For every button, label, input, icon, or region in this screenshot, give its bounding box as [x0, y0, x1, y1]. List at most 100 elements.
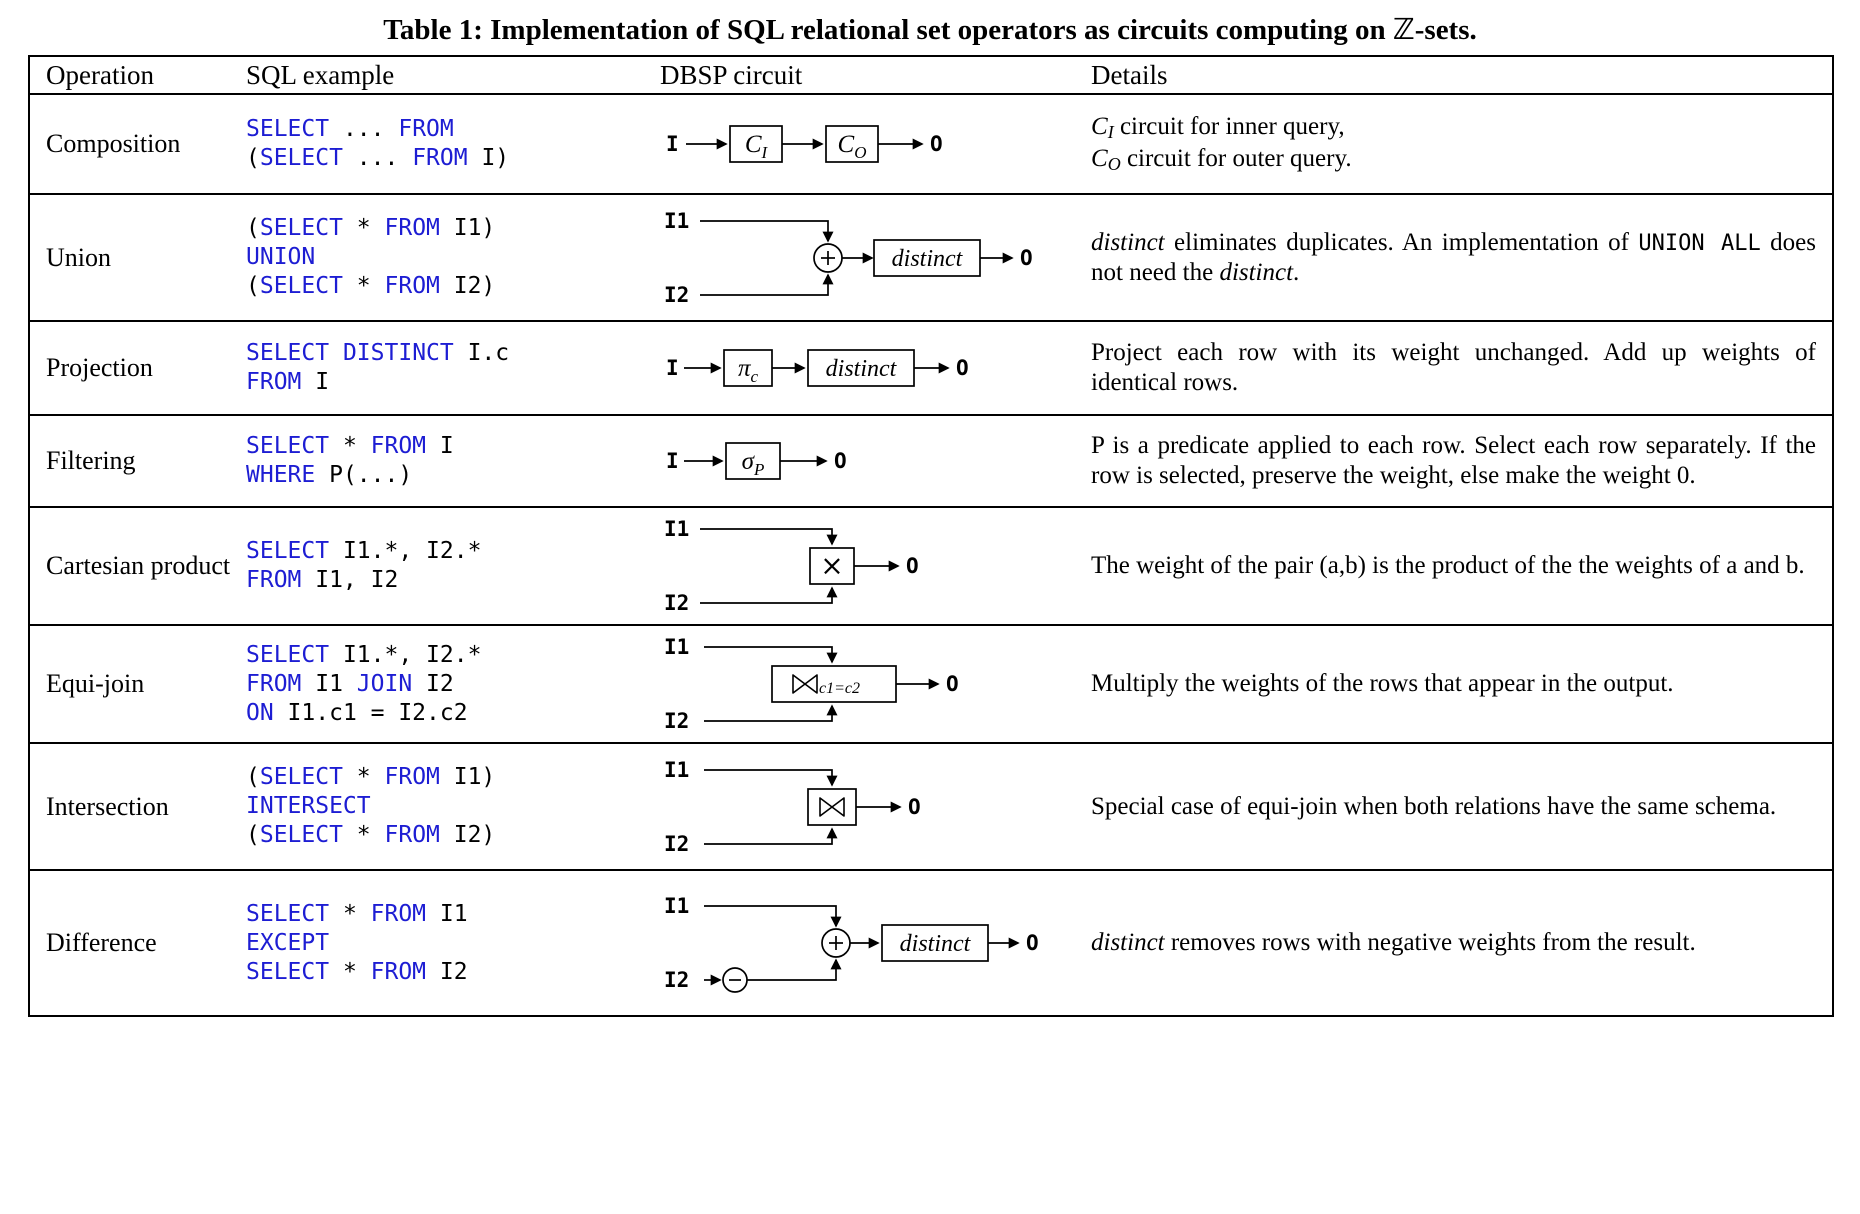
circuit-cell: I1 I2 c1=c2 O — [654, 624, 1079, 743]
circuit-difference: I1 I2 distinct — [664, 894, 1039, 993]
details-text: Special case of equi-join when both rela… — [1079, 742, 1833, 870]
output-label: O — [908, 795, 921, 819]
projection-box: πc — [723, 349, 773, 387]
filter-box: σP — [725, 442, 781, 480]
col-header-operation: Operation — [29, 56, 234, 95]
times-operator-icon: × — [820, 549, 843, 582]
bowtie-icon — [819, 796, 845, 817]
bowtie-icon — [792, 674, 818, 694]
operators-table: Operation SQL example DBSP circuit Detai… — [28, 55, 1834, 1017]
details-text: The weight of the pair (a,b) is the prod… — [1079, 506, 1833, 625]
row-intersection: Intersection (SELECT * FROM I1)INTERSECT… — [29, 742, 1833, 870]
operation-name: Equi-join — [29, 624, 234, 743]
operation-name: Projection — [29, 320, 234, 415]
input1-label: I1 — [664, 517, 689, 541]
svg-text:CI: CI — [745, 131, 769, 162]
product-box: × — [809, 547, 855, 585]
circuit-intersection: I1 I2 O — [664, 758, 921, 856]
details-text: P is a predicate applied to each row. Se… — [1079, 414, 1833, 507]
circuit-cell: I1 I2 O — [654, 742, 1079, 870]
input-label: I — [666, 132, 679, 156]
paper-page: Table 1: Implementation of SQL relationa… — [28, 14, 1834, 1017]
circuit-union: I1 I2 distinct O — [664, 209, 1033, 307]
sql-example: SELECT ... FROM(SELECT ... FROM I) — [234, 93, 654, 194]
details-text: Project each row with its weight unchang… — [1079, 320, 1833, 415]
sql-example: (SELECT * FROM I1)INTERSECT(SELECT * FRO… — [234, 742, 654, 870]
table-caption: Table 1: Implementation of SQL relationa… — [383, 14, 1477, 46]
operation-name: Composition — [29, 93, 234, 194]
details-text: distinct eliminates duplicates. An imple… — [1079, 193, 1833, 321]
details-text: Multiply the weights of the rows that ap… — [1079, 624, 1833, 743]
output-label: O — [1026, 931, 1039, 955]
output-label: O — [906, 554, 919, 578]
wires — [704, 905, 1020, 986]
wires — [704, 768, 902, 845]
circuit-cell: I CI CO O — [654, 93, 1079, 194]
distinct-box: distinct — [807, 349, 915, 387]
input2-label: I2 — [664, 832, 689, 856]
row-composition: Composition SELECT ... FROM(SELECT ... F… — [29, 93, 1833, 194]
circuit-cell: I1 I2 distinct O — [654, 193, 1079, 321]
row-union: Union (SELECT * FROM I1)UNION(SELECT * F… — [29, 193, 1833, 321]
circuit-cell: I σP O — [654, 414, 1079, 507]
input1-label: I1 — [664, 758, 689, 782]
circuit-cell: I πc distinct O — [654, 320, 1079, 415]
input1-label: I1 — [664, 635, 689, 659]
join-condition-subscript: c1=c2 — [819, 680, 860, 697]
outer-query-box: CO — [825, 125, 879, 163]
output-label: O — [1020, 246, 1033, 270]
circuit-projection: I πc distinct O — [666, 349, 969, 387]
output-label: O — [956, 356, 969, 380]
circuit-cell: I1 I2 × O — [654, 506, 1079, 625]
table-header: Operation SQL example DBSP circuit Detai… — [29, 56, 1833, 95]
output-label: O — [834, 449, 847, 473]
col-header-details: Details — [1079, 56, 1833, 95]
distinct-box: distinct — [881, 924, 989, 962]
input1-label: I1 — [664, 209, 689, 233]
svg-text:distinct: distinct — [826, 356, 898, 382]
input-label: I — [666, 449, 679, 473]
row-equi-join: Equi-join SELECT I1.*, I2.*FROM I1 JOIN … — [29, 624, 1833, 743]
minus-circle-icon — [722, 967, 748, 993]
join-box: c1=c2 — [771, 665, 897, 703]
sql-example: SELECT I1.*, I2.*FROM I1, I2 — [234, 506, 654, 625]
circuit-composition: I CI CO O — [666, 125, 943, 163]
circuit-filtering: I σP O — [666, 442, 847, 480]
header-row: Operation SQL example DBSP circuit Detai… — [29, 56, 1833, 95]
col-header-circuit: DBSP circuit — [654, 56, 1079, 95]
svg-text:πc: πc — [738, 355, 759, 386]
details-text: distinct removes rows with negative weig… — [1079, 869, 1833, 1016]
circuit-cartesian: I1 I2 × O — [664, 517, 919, 615]
svg-text:distinct: distinct — [900, 931, 972, 957]
operation-name: Union — [29, 193, 234, 321]
circuit-equi-join: I1 I2 c1=c2 O — [664, 635, 959, 733]
plus-circle-icon — [813, 242, 843, 273]
svg-text:CO: CO — [838, 131, 867, 162]
output-label: O — [946, 672, 959, 696]
plus-circle-icon — [821, 928, 851, 958]
input2-label: I2 — [664, 709, 689, 733]
operation-name: Filtering — [29, 414, 234, 507]
input2-label: I2 — [664, 968, 689, 992]
details-text: CI circuit for inner query,CO circuit fo… — [1079, 93, 1833, 194]
operation-name: Intersection — [29, 742, 234, 870]
operation-name: Difference — [29, 869, 234, 1016]
col-header-sql: SQL example — [234, 56, 654, 95]
row-cartesian-product: Cartesian product SELECT I1.*, I2.*FROM … — [29, 506, 1833, 625]
output-label: O — [930, 132, 943, 156]
wires — [700, 219, 1014, 296]
input2-label: I2 — [664, 283, 689, 307]
distinct-box: distinct — [873, 238, 981, 277]
join-box — [807, 787, 857, 826]
svg-text:distinct: distinct — [892, 246, 964, 272]
inner-query-box: CI — [729, 125, 783, 163]
input-label: I — [666, 356, 679, 380]
input2-label: I2 — [664, 591, 689, 615]
